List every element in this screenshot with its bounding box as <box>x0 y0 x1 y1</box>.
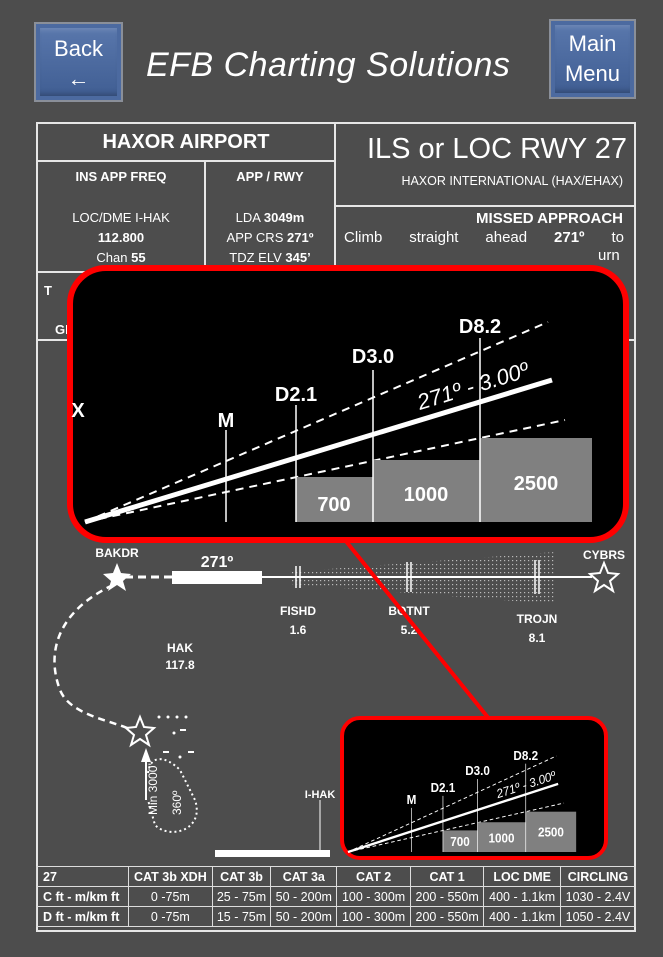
bakdr-label: BAKDR <box>95 546 139 560</box>
alt-2500: 2500 <box>514 473 559 495</box>
d8-2-label: D8.2 <box>459 316 501 338</box>
procedure-turn-path <box>53 583 133 732</box>
minima-cell: 50 - 200m <box>270 906 338 927</box>
hak-vor-label: HAK <box>167 641 193 655</box>
inbound-arrow-icon <box>141 748 151 762</box>
minima-cell: 50 - 200m <box>270 886 338 907</box>
fix-ticks <box>295 560 540 594</box>
morse-code-hak <box>157 715 194 759</box>
minima-cell: 400 - 1.1km <box>483 906 561 927</box>
minima-row-d: D ft - m/km ft 0 -75m 15 - 75m 50 - 200m… <box>35 906 637 927</box>
minima-cell: D ft - m/km ft <box>35 906 130 927</box>
loc-frequency: 112.800 <box>97 230 145 245</box>
minima-cell: 400 - 1.1km <box>483 886 561 907</box>
menu-label-line1: Main <box>568 31 617 56</box>
ins-freq-heading: INS APP FREQ <box>75 169 167 184</box>
back-button[interactable]: Back ← <box>34 22 123 102</box>
minima-header-cell: CAT 3a <box>270 866 338 887</box>
minima-cell: 0 -75m <box>128 886 213 907</box>
holding-fix-star-icon <box>123 714 157 748</box>
minima-header-cell: CAT 2 <box>336 866 411 887</box>
airport-name: HAXOR AIRPORT <box>102 131 270 153</box>
back-arrow-icon: ← <box>67 66 90 91</box>
app-title: EFB Charting Solutions <box>146 46 511 84</box>
course-bar <box>172 571 262 584</box>
small-d3-0-label: D3.0 <box>465 764 490 778</box>
localizer-label: I-HAK <box>305 789 336 801</box>
minima-header-cell: CAT 1 <box>409 866 485 887</box>
small-d8-2-label: D8.2 <box>513 748 538 762</box>
minima-table: 27 CAT 3b XDH CAT 3b CAT 3a CAT 2 CAT 1 … <box>35 866 637 927</box>
fishd-distance: 1.6 <box>290 623 307 637</box>
app-rwy-heading: APP / RWY <box>236 169 304 184</box>
small-alt-700: 700 <box>450 835 470 849</box>
minima-header-cell: CAT 3b XDH <box>128 866 213 887</box>
plan-view: BAKDR 271º CYBRS FISHD 1.6 BOTNT 5.2 TRO… <box>53 546 625 857</box>
course-label: 271º <box>201 554 234 571</box>
menu-label-line2: Menu <box>564 61 621 86</box>
back-label: Back <box>54 36 103 61</box>
minima-cell: 25 - 75m <box>211 886 272 907</box>
minima-cell: C ft - m/km ft <box>35 886 130 907</box>
minimum-altitude: Min 3000’ <box>146 763 160 815</box>
minima-cell: 15 - 75m <box>211 906 272 927</box>
small-alt-1000: 1000 <box>488 831 514 845</box>
minima-cell: 1030 - 2.4V <box>559 886 637 907</box>
lda-value: LDA 3049m <box>235 210 305 225</box>
m-label: M <box>218 410 235 432</box>
cybrs-star-icon <box>587 560 621 594</box>
minima-cell: 200 - 550m <box>409 886 485 907</box>
trojn-distance: 8.1 <box>529 631 546 645</box>
runway-27 <box>215 850 330 857</box>
loc-dme-ident: LOC/DME I-HAK <box>72 210 170 225</box>
minima-cell: 100 - 300m <box>336 906 411 927</box>
small-alt-2500: 2500 <box>538 825 564 839</box>
minima-header-cell: LOC DME <box>483 866 561 887</box>
row3-label-fragment-2: GI <box>55 322 69 337</box>
missed-approach-text-cont: urn <box>598 247 620 264</box>
profile-inset-zoomed: X M D2.1 D3.0 D8.2 271º - 3.00º 700 1000… <box>67 265 629 543</box>
alt-1000: 1000 <box>404 484 449 506</box>
d3-0-label: D3.0 <box>352 346 394 368</box>
profile-inset-small: M D2.1 D3.0 D8.2 271º - 3.00º 700 1000 2… <box>340 716 608 860</box>
tdz-elevation: TDZ ELV 345’ <box>229 250 311 265</box>
minima-header-row: 27 CAT 3b XDH CAT 3b CAT 3a CAT 2 CAT 1 … <box>35 866 637 887</box>
row3-label-fragment: T <box>44 283 52 298</box>
hak-vor-frequency: 117.8 <box>165 658 195 672</box>
minima-row-c: C ft - m/km ft 0 -75m 25 - 75m 50 - 200m… <box>35 886 637 907</box>
fix-x-label: X <box>71 400 85 422</box>
minima-header-cell: CIRCLING <box>559 866 637 887</box>
minima-cell: 0 -75m <box>128 906 213 927</box>
cybrs-label: CYBRS <box>583 548 625 562</box>
minima-cell: 1050 - 2.4V <box>559 906 637 927</box>
airport-full-name: HAXOR INTERNATIONAL (HAX/EHAX) <box>401 174 623 188</box>
holding-pattern <box>147 758 198 833</box>
minima-cell: 200 - 550m <box>409 906 485 927</box>
bakdr-star-icon <box>103 563 131 591</box>
alt-700: 700 <box>317 494 350 516</box>
fishd-label: FISHD <box>280 604 316 618</box>
trojn-label: TROJN <box>517 612 558 626</box>
d2-1-label: D2.1 <box>275 384 317 406</box>
minima-header-cell: CAT 3b <box>211 866 272 887</box>
minima-header-cell: 27 <box>35 866 130 887</box>
procedure-title: ILS or LOC RWY 27 <box>366 133 627 165</box>
dme-channel: Chan 55 <box>96 250 146 265</box>
small-d2-1-label: D2.1 <box>431 781 456 795</box>
minima-cell: 100 - 300m <box>336 886 411 907</box>
small-m-label: M <box>407 793 417 807</box>
holding-course: 360º <box>170 790 184 815</box>
callout-connector <box>343 538 492 722</box>
app-course: APP CRS 271º <box>226 230 314 245</box>
main-menu-button[interactable]: Main Menu <box>549 19 636 99</box>
missed-approach-heading: MISSED APPROACH <box>476 210 623 227</box>
botnt-label: BOTNT <box>388 604 430 618</box>
